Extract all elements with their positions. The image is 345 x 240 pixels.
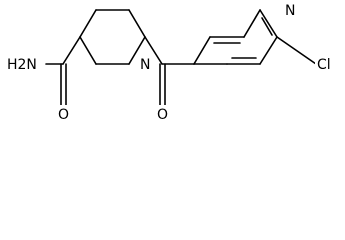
bond xyxy=(261,17,273,36)
carboxamide-group xyxy=(45,36,81,111)
bond xyxy=(128,36,146,65)
bond xyxy=(128,9,146,38)
bond xyxy=(79,36,97,65)
bond xyxy=(62,36,81,65)
ketone-oxygen-label: O xyxy=(157,107,168,123)
bond xyxy=(243,9,261,38)
carbonyl-linker xyxy=(144,36,195,111)
amide-nitrogen-label: H2N xyxy=(7,57,37,73)
molecule-drawing: H2N O N O N Cl xyxy=(5,1,337,123)
bond xyxy=(259,36,278,65)
chlorine-label: Cl xyxy=(317,57,331,73)
amide-oxygen-label: O xyxy=(58,107,69,123)
bond xyxy=(259,9,278,38)
atom-labels: H2N O N O N Cl xyxy=(5,1,337,123)
pyridine-ring xyxy=(193,9,278,65)
pyridine-nitrogen-label: N xyxy=(285,3,295,19)
structure-canvas: H2N O N O N Cl xyxy=(5,1,337,123)
piperidine-ring xyxy=(79,9,146,65)
bond xyxy=(79,9,97,38)
bond xyxy=(144,36,163,65)
ring-nitrogen-label: N xyxy=(140,57,150,73)
bond xyxy=(193,36,211,65)
chlorine-bond xyxy=(276,36,317,65)
